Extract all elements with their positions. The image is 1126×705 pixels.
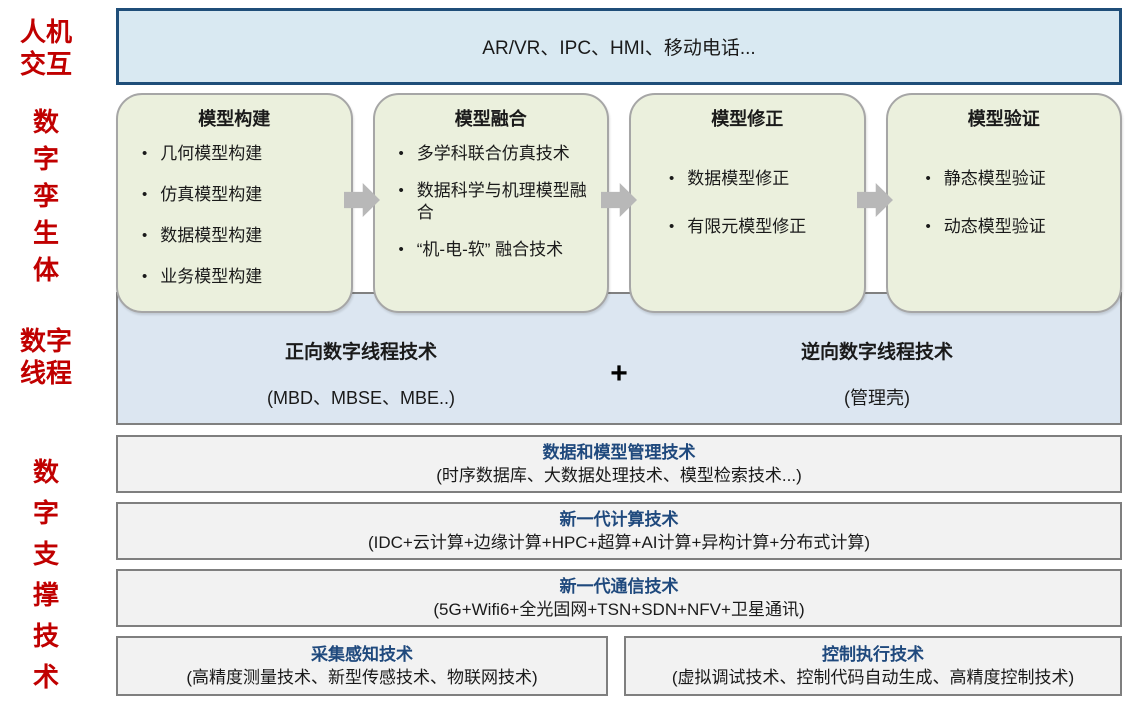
- bullet-item: • 几何模型构建: [132, 143, 337, 165]
- bullet-dot-icon: •: [142, 145, 148, 162]
- reverse-thread-title: 逆向数字线程技术: [800, 342, 953, 363]
- model-box-bullet-list: • 几何模型构建 • 仿真模型构建 • 数据模型构建 • 业务模型构建: [132, 143, 337, 288]
- side-label-char: 生: [32, 218, 59, 248]
- support-box-control-execution: 控制执行技术 (虚拟调试技术、控制代码自动生成、高精度控制技术): [624, 636, 1122, 696]
- support-row-data-model-management: 数据和模型管理技术 (时序数据库、大数据处理技术、模型检索技术...): [116, 435, 1122, 493]
- hmi-layer-bar: AR/VR、IPC、HMI、移动电话...: [116, 8, 1122, 85]
- forward-thread-subtitle: (MBD、MBSE、MBE..): [266, 388, 455, 408]
- bullet-dot-icon: •: [142, 268, 148, 285]
- bullet-dot-icon: •: [669, 218, 675, 235]
- side-label-line: 交互: [19, 49, 72, 79]
- support-box-subtitle: (虚拟调试技术、控制代码自动生成、高精度控制技术): [671, 667, 1075, 687]
- support-row-subtitle: (5G+Wifi6+全光固网+TSN+SDN+NFV+卫星通讯): [433, 599, 805, 619]
- side-label-char: 撑: [32, 580, 59, 610]
- side-label-char: 术: [32, 662, 59, 692]
- bullet-text: 数据科学与机理模型融合: [416, 181, 587, 222]
- model-box-construction: 模型构建 • 几何模型构建 • 仿真模型构建 • 数据模型构建 • 业务模型构建: [116, 93, 353, 313]
- bullet-item: • 动态模型验证: [902, 216, 1107, 238]
- bullet-item: • “机-电-软” 融合技术: [389, 239, 594, 261]
- side-label-char: 支: [32, 539, 59, 569]
- bullet-text: 数据模型修正: [687, 169, 790, 188]
- forward-thread-group: 正向数字线程技术 (MBD、MBSE、MBE..): [118, 337, 604, 410]
- model-box-bullet-list: • 多学科联合仿真技术 • 数据科学与机理模型融合 • “机-电-软” 融合技术: [389, 143, 594, 261]
- bullet-item: • 业务模型构建: [132, 266, 337, 288]
- model-box-fusion: 模型融合 • 多学科联合仿真技术 • 数据科学与机理模型融合 • “机-电-软” 融合…: [372, 93, 609, 313]
- bullet-text: 仿真模型构建: [160, 185, 263, 204]
- side-label-char: 数: [32, 107, 59, 137]
- reverse-thread-subtitle: (管理壳): [844, 388, 910, 408]
- bullet-dot-icon: •: [398, 182, 404, 199]
- bullet-text: “机-电-软” 融合技术: [416, 240, 564, 259]
- support-row-title: 数据和模型管理技术: [542, 442, 696, 462]
- bullet-dot-icon: •: [398, 241, 404, 258]
- support-row-title: 新一代通信技术: [559, 576, 679, 596]
- bullet-dot-icon: •: [398, 145, 404, 162]
- bullet-item: • 静态模型验证: [902, 168, 1107, 190]
- support-box-title: 采集感知技术: [311, 644, 413, 664]
- model-box-title: 模型验证: [967, 109, 1040, 129]
- bullet-item: • 多学科联合仿真技术: [389, 143, 594, 165]
- support-box-subtitle: (高精度测量技术、新型传感技术、物联网技术): [186, 667, 538, 687]
- digital-thread-band: 正向数字线程技术 (MBD、MBSE、MBE..) + 逆向数字线程技术 (管理…: [116, 292, 1122, 425]
- bullet-dot-icon: •: [669, 170, 675, 187]
- bullet-text: 几何模型构建: [160, 144, 263, 163]
- model-box-title: 模型融合: [454, 109, 527, 129]
- bullet-dot-icon: •: [925, 170, 931, 187]
- bullet-item: • 数据科学与机理模型融合: [389, 180, 594, 224]
- bullet-dot-icon: •: [925, 218, 931, 235]
- model-box-validation: 模型验证 • 静态模型验证 • 动态模型验证: [885, 93, 1122, 313]
- bullet-item: • 有限元模型修正: [645, 216, 850, 238]
- side-label-char: 字: [32, 498, 59, 528]
- bullet-text: 多学科联合仿真技术: [416, 144, 570, 163]
- bullet-text: 数据模型构建: [160, 226, 263, 245]
- side-label-line: 线程: [19, 358, 72, 388]
- hmi-layer-bar-text: AR/VR、IPC、HMI、移动电话...: [482, 38, 756, 59]
- support-row-next-gen-computing: 新一代计算技术 (IDC+云计算+边缘计算+HPC+超算+AI计算+异构计算+分…: [116, 502, 1122, 560]
- support-row-next-gen-communication: 新一代通信技术 (5G+Wifi6+全光固网+TSN+SDN+NFV+卫星通讯): [116, 569, 1122, 627]
- model-box-correction: 模型修正 • 数据模型修正 • 有限元模型修正: [629, 93, 866, 313]
- model-box-bullet-list: • 数据模型修正 • 有限元模型修正: [645, 168, 850, 238]
- support-row-title: 新一代计算技术: [559, 509, 679, 529]
- side-label-digital-support-technology: 数 字 支 撑 技 术: [0, 452, 92, 698]
- side-label-char: 字: [32, 144, 59, 174]
- bullet-text: 动态模型验证: [943, 217, 1046, 236]
- bullet-item: • 仿真模型构建: [132, 184, 337, 206]
- model-box-bullet-list: • 静态模型验证 • 动态模型验证: [902, 168, 1107, 238]
- model-process-row: 模型构建 • 几何模型构建 • 仿真模型构建 • 数据模型构建 • 业务模型构建 模型融…: [116, 93, 1122, 313]
- model-box-title: 模型修正: [711, 109, 784, 129]
- reverse-thread-group: 逆向数字线程技术 (管理壳): [634, 337, 1120, 410]
- support-box-title: 控制执行技术: [822, 644, 924, 664]
- bullet-dot-icon: •: [142, 227, 148, 244]
- forward-thread-title: 正向数字线程技术: [284, 342, 437, 363]
- bullet-text: 静态模型验证: [943, 169, 1046, 188]
- side-label-line: 数字: [19, 326, 72, 356]
- bullet-item: • 数据模型修正: [645, 168, 850, 190]
- plus-icon: +: [610, 356, 628, 390]
- bullet-item: • 数据模型构建: [132, 225, 337, 247]
- side-label-char: 孪: [32, 181, 59, 211]
- support-row-subtitle: (时序数据库、大数据处理技术、模型检索技术...): [436, 465, 802, 485]
- support-row-subtitle: (IDC+云计算+边缘计算+HPC+超算+AI计算+异构计算+分布式计算): [367, 532, 871, 552]
- side-label-char: 数: [32, 457, 59, 487]
- bullet-text: 业务模型构建: [160, 267, 263, 286]
- side-label-line: 人机: [19, 17, 72, 47]
- support-box-collection-sensing: 采集感知技术 (高精度测量技术、新型传感技术、物联网技术): [116, 636, 608, 696]
- side-label-digital-thread: 数字 线程: [0, 325, 92, 389]
- side-label-human-machine-interaction: 人机 交互: [0, 16, 92, 80]
- side-label-char: 技: [32, 621, 59, 651]
- side-label-digital-twin-body: 数 字 孪 生 体: [0, 104, 92, 289]
- model-box-title: 模型构建: [198, 109, 271, 129]
- bullet-text: 有限元模型修正: [687, 217, 807, 236]
- side-label-char: 体: [32, 255, 59, 285]
- bullet-dot-icon: •: [142, 186, 148, 203]
